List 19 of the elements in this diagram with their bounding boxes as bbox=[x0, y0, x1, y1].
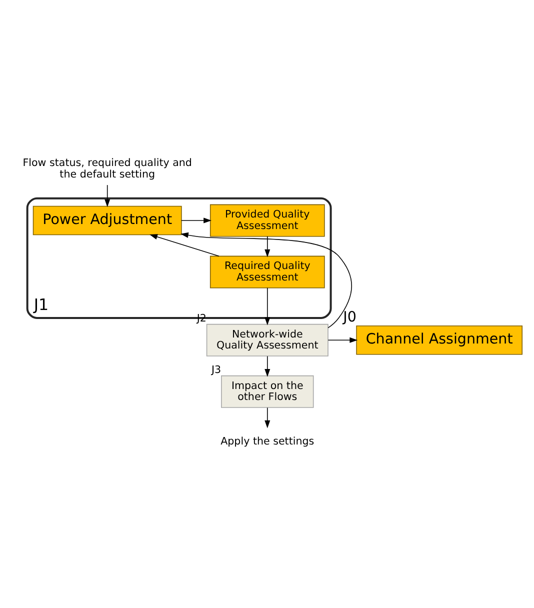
arrow bbox=[180, 232, 352, 328]
arrow bbox=[264, 236, 270, 257]
arrow bbox=[264, 287, 270, 325]
node-label: J3 bbox=[211, 363, 222, 376]
node-box: Network-wide Quality Assessment bbox=[206, 323, 328, 356]
node-label: J0 bbox=[343, 308, 356, 325]
arrow bbox=[150, 234, 220, 256]
node-box: Provided Quality Assessment bbox=[210, 204, 325, 236]
arrow bbox=[181, 217, 212, 223]
node-box: Channel Assignment bbox=[356, 325, 523, 354]
node-box: Power Adjustment bbox=[32, 205, 182, 235]
node-box: Required Quality Assessment bbox=[210, 255, 325, 288]
arrow bbox=[328, 336, 358, 342]
node-text: Flow status, required quality and the default setting bbox=[22, 156, 192, 180]
arrow bbox=[264, 355, 270, 376]
arrow bbox=[104, 184, 110, 207]
arrow bbox=[264, 406, 270, 428]
node-box: Impact on the other Flows bbox=[221, 374, 314, 408]
node-text: Apply the settings bbox=[220, 434, 314, 447]
